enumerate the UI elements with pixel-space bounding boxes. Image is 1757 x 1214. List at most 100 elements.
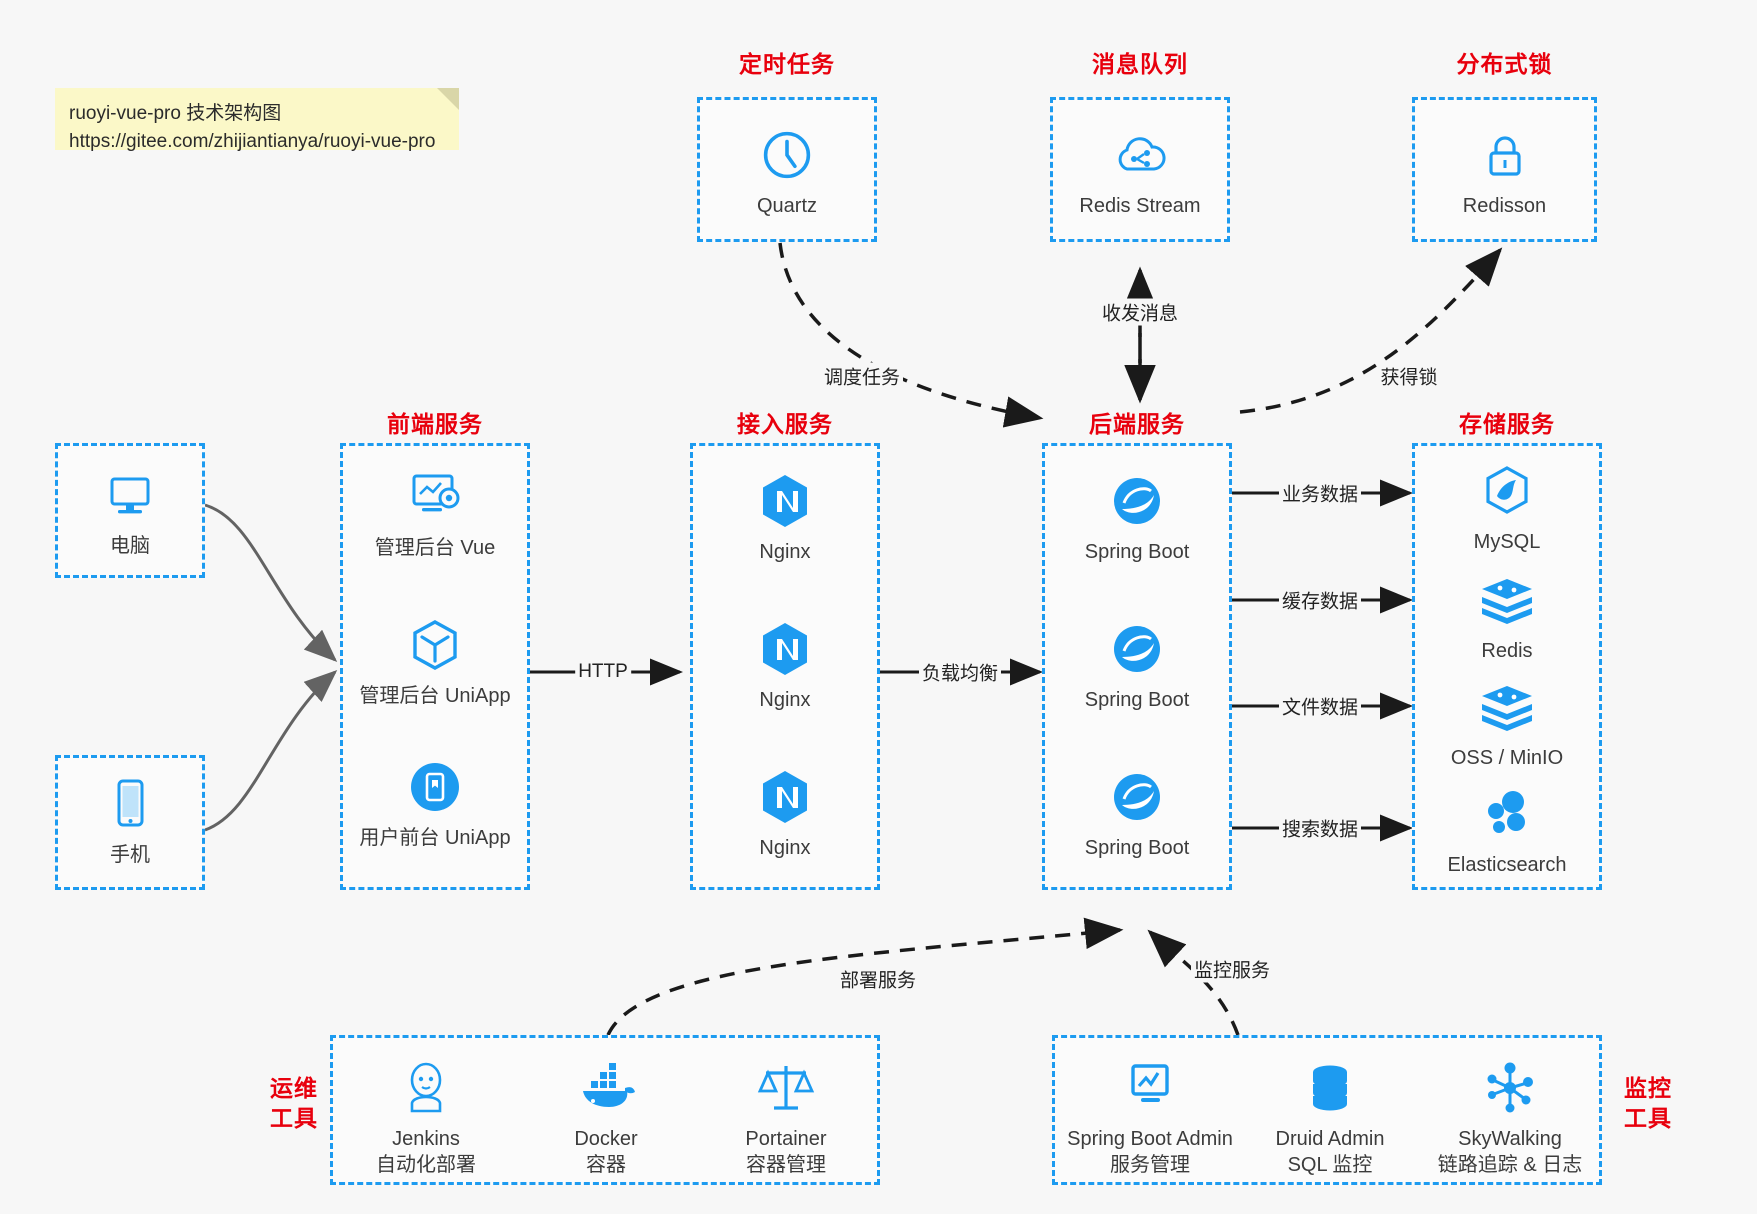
desktop-monitor-icon: [58, 464, 202, 526]
node-admin-uniapp[interactable]: 管理后台 UniApp: [343, 614, 527, 709]
group-gateway-service: Nginx Nginx Nginx: [690, 443, 880, 890]
portainer-scales-icon: [701, 1056, 871, 1120]
node-sublabel: 链路追踪 & 日志: [1437, 1154, 1583, 1176]
node-admin-vue[interactable]: 管理后台 Vue: [343, 466, 527, 561]
spring-boot-icon: [1045, 470, 1229, 532]
mysql-icon: [1415, 460, 1599, 522]
monitor-title-line1: 监控: [1624, 1075, 1672, 1101]
group-scheduled-task: Quartz: [697, 97, 877, 242]
node-label: Portainer: [745, 1128, 827, 1150]
group-backend-service: Spring Boot Spring Boot Spring Boot: [1042, 443, 1232, 890]
node-portainer[interactable]: Portainer 容器管理: [701, 1056, 871, 1179]
docker-icon: [521, 1056, 691, 1120]
node-label: Docker: [574, 1128, 638, 1150]
node-quartz[interactable]: Quartz: [700, 124, 874, 219]
node-label: Jenkins: [392, 1128, 460, 1150]
group-title-backend: 后端服务: [1089, 411, 1185, 437]
node-nginx-2[interactable]: Nginx: [693, 618, 877, 713]
node-spring-boot-3[interactable]: Spring Boot: [1045, 766, 1229, 861]
node-sublabel: 容器: [586, 1154, 626, 1176]
group-title-frontend: 前端服务: [387, 411, 483, 437]
edge-label-schedule-task: 调度任务: [820, 362, 904, 390]
node-label: Spring Boot: [1084, 837, 1190, 859]
edge-label-send-receive-msg: 收发消息: [1098, 298, 1182, 326]
node-spring-boot-2[interactable]: Spring Boot: [1045, 618, 1229, 713]
note-fold-corner: [437, 88, 459, 110]
edge-label-business-data: 业务数据: [1278, 479, 1362, 507]
node-computer[interactable]: 电脑: [58, 464, 202, 559]
node-label: MySQL: [1473, 531, 1541, 553]
node-label: 管理后台 Vue: [374, 537, 496, 559]
database-stack-icon: [1245, 1056, 1415, 1120]
node-skywalking[interactable]: SkyWalking 链路追踪 & 日志: [1415, 1056, 1605, 1179]
node-label: Druid Admin: [1275, 1128, 1385, 1150]
edge-label-acquire-lock: 获得锁: [1377, 362, 1441, 390]
node-docker[interactable]: Docker 容器: [521, 1056, 691, 1179]
jenkins-icon: [341, 1056, 511, 1120]
group-client-computer: 电脑: [55, 443, 205, 578]
group-storage-service: MySQL Redis OSS / MinIO Elasticsearch: [1412, 443, 1602, 890]
node-label: OSS / MinIO: [1450, 747, 1564, 769]
group-title-scheduled: 定时任务: [739, 51, 835, 77]
note-title: ruoyi-vue-pro 技术架构图: [69, 103, 282, 124]
node-label: Nginx: [759, 541, 811, 563]
skywalking-icon: [1415, 1056, 1605, 1120]
node-label: Nginx: [759, 837, 811, 859]
group-title-devops: 运维 工具: [258, 1073, 330, 1133]
edge-label-file-data: 文件数据: [1278, 692, 1362, 720]
node-mysql[interactable]: MySQL: [1415, 460, 1599, 555]
hexagon-cube-icon: [343, 614, 527, 676]
group-client-mobile: 手机: [55, 755, 205, 890]
cloud-stream-icon: [1053, 124, 1227, 186]
node-label: Redis: [1481, 640, 1533, 662]
node-redis[interactable]: Redis: [1415, 569, 1599, 664]
clock-icon: [700, 124, 874, 186]
oss-minio-icon: [1415, 676, 1599, 738]
group-title-lock: 分布式锁: [1456, 51, 1553, 77]
node-mobile[interactable]: 手机: [58, 773, 202, 868]
group-title-gateway: 接入服务: [737, 411, 833, 437]
note-url: https://gitee.com/zhijiantianya/ruoyi-vu…: [69, 131, 436, 152]
edge-label-load-balance: 负载均衡: [918, 658, 1002, 686]
node-label: Redisson: [1462, 195, 1547, 217]
node-spring-boot-1[interactable]: Spring Boot: [1045, 470, 1229, 565]
nginx-icon: [693, 766, 877, 828]
spring-boot-icon: [1045, 766, 1229, 828]
mobile-app-icon: [343, 756, 527, 818]
node-elasticsearch[interactable]: Elasticsearch: [1415, 783, 1599, 878]
node-label: Spring Boot: [1084, 541, 1190, 563]
note-callout: ruoyi-vue-pro 技术架构图 https://gitee.com/zh…: [55, 88, 459, 152]
group-title-monitor: 监控 工具: [1612, 1073, 1684, 1133]
node-label: Nginx: [759, 689, 811, 711]
node-spring-boot-admin[interactable]: Spring Boot Admin 服务管理: [1055, 1056, 1245, 1179]
group-message-queue: Redis Stream: [1050, 97, 1230, 242]
elasticsearch-icon: [1415, 783, 1599, 845]
node-label: 管理后台 UniApp: [359, 685, 511, 707]
node-nginx-3[interactable]: Nginx: [693, 766, 877, 861]
monitor-title-line2: 工具: [1624, 1105, 1672, 1131]
node-sublabel: 容器管理: [746, 1154, 826, 1176]
mobile-phone-icon: [58, 773, 202, 835]
node-redis-stream[interactable]: Redis Stream: [1053, 124, 1227, 219]
node-sublabel: 服务管理: [1110, 1154, 1190, 1176]
edge-label-cache-data: 缓存数据: [1278, 586, 1362, 614]
node-nginx-1[interactable]: Nginx: [693, 470, 877, 565]
node-user-uniapp[interactable]: 用户前台 UniApp: [343, 756, 527, 851]
nginx-icon: [693, 618, 877, 680]
redis-icon: [1415, 569, 1599, 631]
node-label: Spring Boot: [1084, 689, 1190, 711]
node-label: SkyWalking: [1458, 1128, 1562, 1150]
node-oss-minio[interactable]: OSS / MinIO: [1415, 676, 1599, 771]
node-redisson[interactable]: Redisson: [1415, 124, 1594, 219]
node-druid-admin[interactable]: Druid Admin SQL 监控: [1245, 1056, 1415, 1179]
node-label: 电脑: [110, 535, 150, 557]
group-devops-tools: Jenkins 自动化部署 Docker 容器 Portainer 容器管理: [330, 1035, 880, 1185]
node-jenkins[interactable]: Jenkins 自动化部署: [341, 1056, 511, 1179]
edge-label-search-data: 搜索数据: [1278, 814, 1362, 842]
group-title-mq: 消息队列: [1092, 51, 1188, 77]
devops-title-line2: 工具: [270, 1105, 318, 1131]
node-label: Elasticsearch: [1447, 854, 1567, 876]
edge-label-http: HTTP: [575, 661, 631, 683]
node-label: 用户前台 UniApp: [359, 827, 511, 849]
